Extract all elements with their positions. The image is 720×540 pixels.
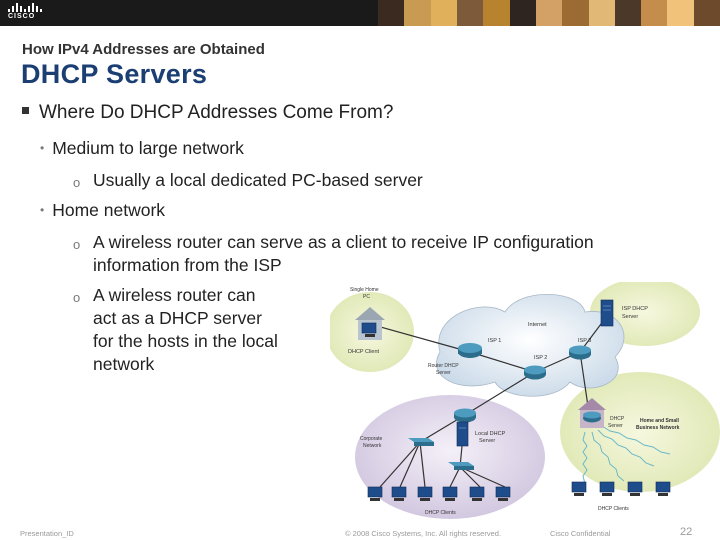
client-pc-icon — [367, 486, 383, 501]
router-dhcp-router-icon — [458, 343, 482, 358]
isp-dhcp-label-1: ISP DHCP — [622, 306, 648, 312]
bullet-main: Where Do DHCP Addresses Come From? — [22, 102, 393, 124]
isp-dhcp-label-2: Server — [622, 314, 638, 320]
client-pc-icon — [571, 481, 587, 496]
isp2-label: ISP 2 — [534, 355, 547, 361]
network-links — [369, 311, 611, 488]
slide-title: DHCP Servers — [21, 59, 208, 89]
dhcp-server-label-2: Server — [608, 423, 623, 429]
bullet-home-sub2-line3: for the hosts in the local — [93, 331, 278, 351]
header-banner: CISCO — [0, 0, 720, 26]
home-wireless-router-icon — [578, 398, 606, 428]
bullet-home-sub2-line4: network — [93, 354, 155, 374]
footer-copyright: © 2008 Cisco Systems, Inc. All rights re… — [345, 529, 502, 538]
header-photo-tile — [456, 0, 484, 26]
bullet-medium-sub-text: Usually a local dedicated PC-based serve… — [93, 170, 423, 190]
header-photo-tile — [614, 0, 642, 26]
dhcp-clients-right-label: DHCP Clients — [598, 506, 629, 512]
router-dhcp-label-2: Server — [436, 370, 451, 376]
header-photo-tile — [535, 0, 563, 26]
corporate-router-icon — [454, 408, 476, 423]
single-home-label-2: PC — [363, 294, 370, 300]
header-photo-strip — [378, 0, 720, 26]
header-photo-tile — [483, 0, 510, 26]
corporate-label-1: Corporate — [360, 436, 382, 442]
bullet-medium: • Medium to large network — [40, 138, 244, 159]
home-small-label-1: Home and Small — [640, 418, 680, 424]
header-photo-tile — [404, 0, 431, 26]
network-diagram: Single Home PC DHCP Client — [330, 282, 720, 519]
header-photo-tile — [588, 0, 615, 26]
isp3-label: ISP 3 — [578, 338, 591, 344]
local-dhcp-server-icon — [456, 421, 469, 447]
bullet-home-sub1: o A wireless router can serve as a clien… — [73, 231, 594, 277]
isp1-label: ISP 1 — [488, 338, 501, 344]
bullet-home: • Home network — [40, 200, 165, 221]
dhcp-clients-left-label: DHCP Clients — [425, 510, 456, 516]
footer-presentation-id: Presentation_ID — [20, 529, 74, 538]
dot-bullet-icon: • — [40, 203, 45, 217]
header-photo-tile — [641, 0, 668, 26]
client-pc-icon — [469, 486, 485, 501]
bullet-home-sub1-line1: A wireless router can serve as a client … — [93, 232, 594, 252]
bullet-main-text: Where Do DHCP Addresses Come From? — [39, 102, 394, 123]
dhcp-server-label-1: DHCP — [610, 416, 625, 422]
header-photo-tile — [509, 0, 536, 26]
corporate-label-2: Network — [363, 443, 382, 449]
single-home-label-1: Single Home — [350, 287, 379, 293]
router-dhcp-label-1: Router DHCP — [428, 363, 459, 369]
single-home-pc-icon — [355, 307, 385, 340]
dhcp-client-label: DHCP Client — [348, 349, 380, 355]
slide-subtitle: How IPv4 Addresses are Obtained — [22, 41, 265, 58]
corporate-switch-2-icon — [448, 462, 474, 470]
internet-router-icon — [524, 365, 546, 380]
local-dhcp-label-2: Server — [479, 438, 495, 444]
circle-bullet-icon: o — [73, 175, 81, 190]
bullet-home-sub2: o A wireless router can act as a DHCP se… — [73, 284, 278, 376]
header-photo-tile — [667, 0, 694, 26]
cisco-wordmark: CISCO — [8, 13, 36, 20]
header-photo-tile — [693, 0, 720, 26]
square-bullet-icon — [22, 107, 29, 115]
client-pc-icon — [627, 481, 643, 496]
client-pcs — [367, 481, 671, 501]
bullet-home-sub1-line2: information from the ISP — [93, 255, 282, 275]
home-small-business-zone — [560, 372, 720, 492]
internet-label: Internet — [528, 322, 547, 328]
dot-bullet-icon: • — [40, 141, 45, 155]
isp-dhcp-server-icon — [600, 299, 614, 327]
page-number: 22 — [680, 526, 693, 538]
local-dhcp-label-1: Local DHCP — [475, 431, 506, 437]
client-pc-icon — [391, 486, 407, 501]
bullet-medium-sub: o Usually a local dedicated PC-based ser… — [73, 169, 423, 192]
header-photo-tile — [562, 0, 589, 26]
client-pc-icon — [442, 486, 458, 501]
client-pc-icon — [655, 481, 671, 496]
cisco-logo: CISCO — [8, 3, 48, 23]
client-pc-icon — [599, 481, 615, 496]
circle-bullet-icon: o — [73, 290, 81, 305]
internet-cloud — [436, 294, 625, 397]
client-pc-icon — [495, 486, 511, 501]
bullet-home-sub2-line1: A wireless router can — [93, 285, 256, 305]
header-photo-tile — [430, 0, 457, 26]
footer-confidential: Cisco Confidential — [550, 529, 611, 538]
header-photo-tile — [378, 0, 405, 26]
circle-bullet-icon: o — [73, 237, 81, 252]
client-pc-icon — [417, 486, 433, 501]
bullet-home-sub2-line2: act as a DHCP server — [93, 308, 262, 328]
bullet-home-text: Home network — [52, 200, 166, 220]
corporate-switch-icon — [408, 438, 434, 446]
isp-router-icon — [569, 345, 591, 360]
bullet-medium-text: Medium to large network — [52, 138, 244, 158]
home-small-label-2: Business Network — [636, 425, 680, 431]
wireless-links — [582, 425, 671, 485]
